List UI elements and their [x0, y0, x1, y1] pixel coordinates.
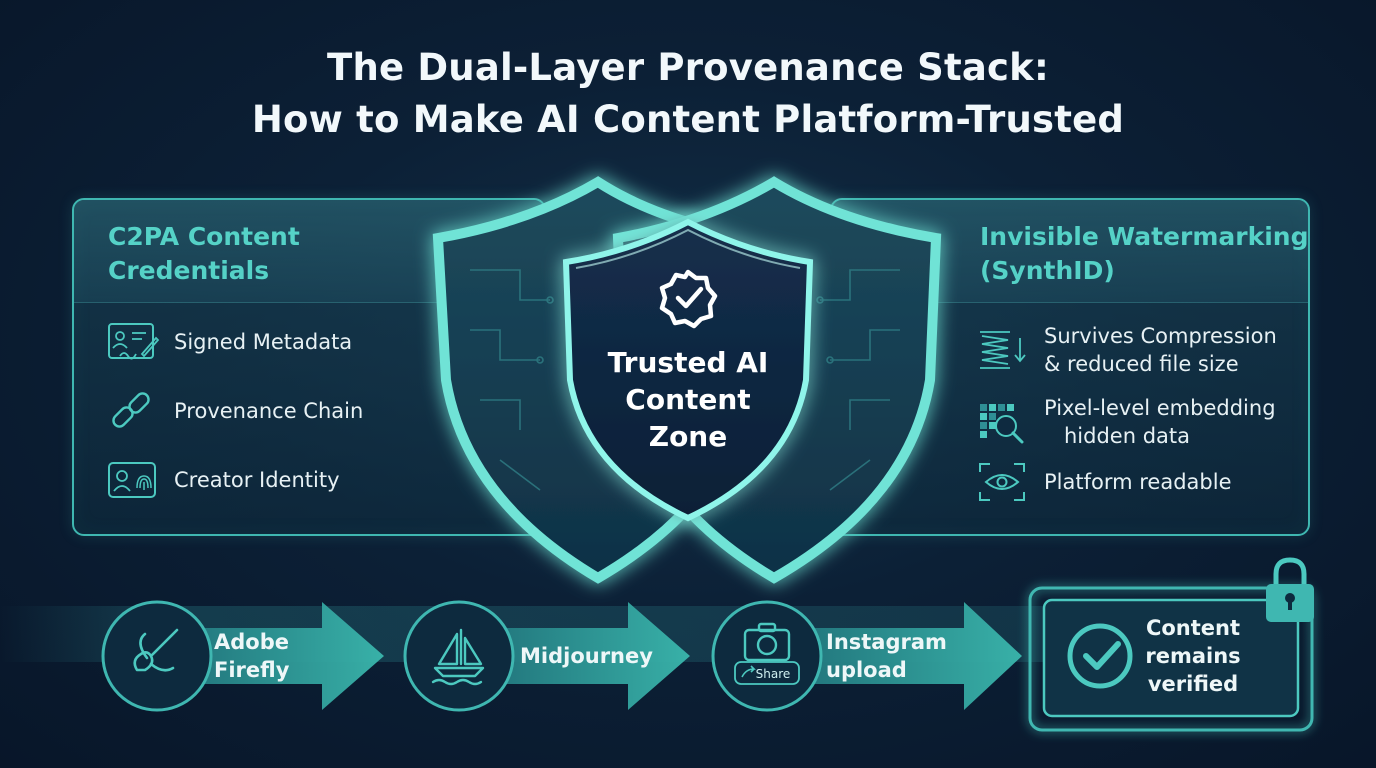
flow-arrow-1	[150, 602, 384, 710]
final-label-line-3: verified	[1147, 672, 1239, 696]
feature-label: Signed Metadata	[174, 330, 353, 354]
feature-creator-identity: Creator Identity	[106, 458, 340, 502]
c2pa-panel-title: C2PA Content Credentials	[108, 220, 300, 288]
feature-platform-readable: Platform readable	[976, 460, 1231, 504]
feature-label: Survives Compression & reduced file size	[1044, 322, 1277, 378]
step-label-line-2: upload	[826, 658, 907, 682]
feature-label-line-1: Pixel-level embedding	[1044, 396, 1276, 420]
page-title: The Dual-Layer Provenance Stack: How to …	[0, 42, 1376, 146]
sailboat-icon	[431, 628, 485, 686]
step-label-midjourney: Midjourney	[520, 642, 653, 670]
signed-document-icon	[108, 323, 160, 360]
feature-label-line-1: Survives Compression	[1044, 324, 1277, 348]
title-line-1: The Dual-Layer Provenance Stack:	[327, 46, 1049, 89]
padlock-icon	[1266, 557, 1314, 622]
share-badge	[734, 661, 800, 685]
c2pa-title-line-2: Credentials	[108, 256, 270, 285]
step-label-firefly: Adobe Firefly	[214, 628, 289, 684]
camera-share-icon	[743, 622, 791, 662]
brush-icon	[133, 628, 179, 672]
title-line-2: How to Make AI Content Platform-Trusted	[251, 98, 1125, 141]
final-label-line-1: Content	[1145, 616, 1241, 640]
step-circle-midjourney	[403, 600, 515, 712]
synthid-panel-title: Invisible Watermarking (SynthID)	[980, 220, 1308, 288]
synthid-title-line-1: Invisible Watermarking	[980, 222, 1309, 251]
check-circle-icon	[1067, 623, 1133, 689]
trusted-zone-line-2: Content	[625, 383, 751, 416]
feature-label: Provenance Chain	[174, 399, 364, 423]
synthid-title-line-2: (SynthID)	[980, 256, 1115, 285]
feature-label: Creator Identity	[174, 468, 340, 492]
feature-label-line-1: Platform readable	[1044, 470, 1232, 494]
trusted-zone-line-3: Zone	[648, 420, 728, 453]
eye-scan-icon	[979, 463, 1025, 501]
pixel-grid-magnifier-icon	[980, 404, 1024, 444]
step-label-instagram: Instagram upload	[826, 628, 947, 684]
id-fingerprint-icon	[108, 462, 156, 498]
feature-provenance-chain: Provenance Chain	[106, 389, 363, 433]
flow-arrow-2	[456, 602, 690, 710]
trusted-zone-label: Trusted AI Content Zone	[590, 344, 786, 455]
flow-arrow-3	[764, 602, 1022, 710]
step-label-line-1: Adobe	[214, 630, 289, 654]
share-badge-text: Share	[756, 667, 791, 681]
verified-box-outer	[1028, 586, 1314, 732]
feature-label: Pixel-level embedding hidden data	[1044, 394, 1276, 450]
feature-signed-metadata: Signed Metadata	[106, 320, 352, 364]
c2pa-title-line-1: C2PA Content	[108, 222, 300, 251]
feature-label: Platform readable	[1044, 468, 1231, 496]
feature-pixel-embedding: Pixel-level embedding hidden data	[976, 394, 1276, 450]
feature-survives-compression: Survives Compression & reduced file size	[976, 322, 1277, 378]
chain-link-icon	[112, 392, 150, 428]
step-circle-instagram	[711, 600, 823, 712]
feature-label-line-2: & reduced file size	[1044, 352, 1239, 376]
step-circle-firefly	[101, 600, 213, 712]
trusted-zone-line-1: Trusted AI	[607, 346, 769, 379]
final-verified-label: Content remains verified	[1128, 614, 1258, 698]
step-label-line-2: Firefly	[214, 658, 290, 682]
final-label-line-2: remains	[1145, 644, 1241, 668]
compression-spring-icon	[980, 331, 1026, 369]
feature-label-line-2: hidden data	[1064, 424, 1191, 448]
step-label-line-1: Instagram	[826, 630, 947, 654]
step-label-line-1: Midjourney	[520, 644, 653, 668]
